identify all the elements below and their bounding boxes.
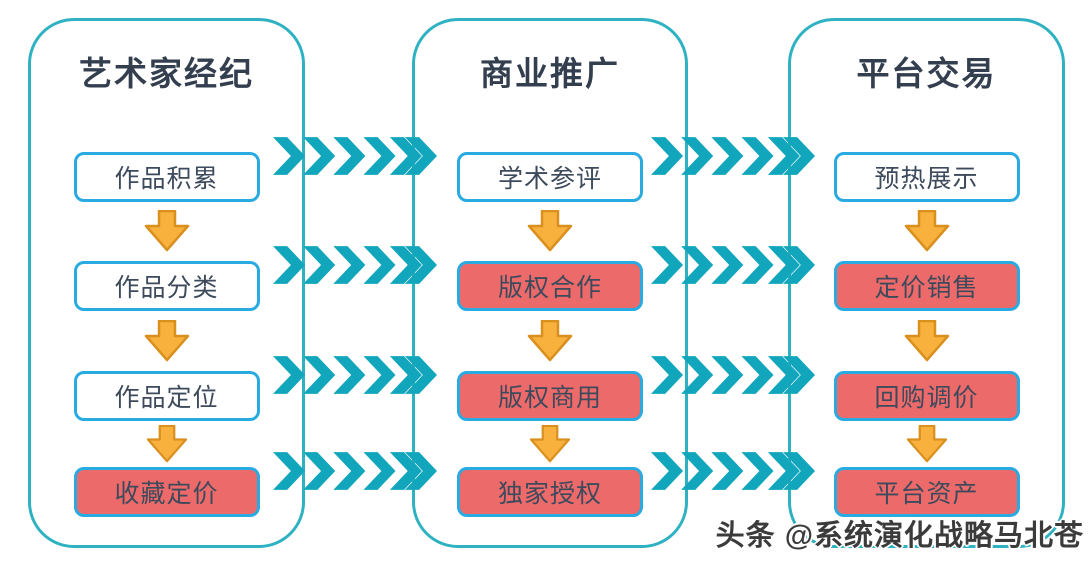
flow-step-label: 预热展示 bbox=[874, 165, 979, 193]
down-arrow-icon bbox=[904, 320, 949, 362]
down-arrow-icon bbox=[144, 210, 189, 252]
flow-step-label: 收藏定价 bbox=[114, 480, 219, 508]
down-arrow-icon bbox=[527, 320, 573, 362]
down-arrow-icon bbox=[527, 210, 573, 252]
flow-step-box: 作品定位 bbox=[73, 371, 260, 421]
flow-step-box: 独家授权 bbox=[457, 467, 643, 517]
flow-step-box: 学术参评 bbox=[457, 152, 643, 202]
watermark: 头条 @系统演化战略马北苍 bbox=[715, 520, 1084, 552]
flow-step-box: 回购调价 bbox=[833, 371, 1020, 421]
chevron-flow-arrow-icon bbox=[273, 246, 437, 284]
column-platform-trading: 平台交易 预热展示 定价销售 回购调价 平台资产 bbox=[788, 18, 1065, 548]
column-title: 艺术家经纪 bbox=[79, 55, 254, 92]
chevron-flow-arrow-icon bbox=[651, 246, 815, 284]
flow-step-label: 学术参评 bbox=[497, 165, 602, 193]
down-arrow-icon bbox=[906, 425, 947, 463]
flow-step-box: 收藏定价 bbox=[73, 467, 260, 517]
flow-step-label: 作品积累 bbox=[114, 165, 219, 193]
chevron-flow-arrow-icon bbox=[273, 356, 437, 394]
chevron-flow-arrow-icon bbox=[651, 452, 815, 490]
flow-step-label: 回购调价 bbox=[874, 384, 979, 412]
chevron-flow-arrow-icon bbox=[273, 452, 437, 490]
flow-step-label: 独家授权 bbox=[497, 480, 602, 508]
column-artist-agency: 艺术家经纪 作品积累 作品分类 作品定位 收藏定价 bbox=[28, 18, 305, 548]
down-arrow-icon bbox=[904, 210, 949, 252]
flow-step-box: 作品分类 bbox=[73, 261, 260, 311]
chevron-flow-arrow-icon bbox=[651, 137, 815, 175]
flow-step-label: 作品定位 bbox=[114, 384, 219, 412]
down-arrow-icon bbox=[529, 425, 571, 463]
flow-step-label: 作品分类 bbox=[114, 274, 219, 302]
flow-step-box: 版权商用 bbox=[457, 371, 643, 421]
flow-step-label: 定价销售 bbox=[874, 274, 979, 302]
column-title: 商业推广 bbox=[480, 55, 620, 92]
chevron-flow-arrow-icon bbox=[273, 137, 437, 175]
flow-step-label: 平台资产 bbox=[874, 480, 979, 508]
column-title: 平台交易 bbox=[856, 55, 997, 92]
chevron-flow-arrow-icon bbox=[651, 356, 815, 394]
down-arrow-icon bbox=[144, 320, 189, 362]
flow-step-box: 平台资产 bbox=[833, 467, 1020, 517]
flow-step-box: 定价销售 bbox=[833, 261, 1020, 311]
flow-step-label: 版权商用 bbox=[497, 384, 602, 412]
flow-step-box: 预热展示 bbox=[833, 152, 1020, 202]
down-arrow-icon bbox=[146, 425, 187, 463]
flow-step-box: 版权合作 bbox=[457, 261, 643, 311]
flow-step-box: 作品积累 bbox=[73, 152, 260, 202]
flow-step-label: 版权合作 bbox=[497, 274, 602, 302]
column-commercial-promotion: 商业推广 学术参评 版权合作 版权商用 独家授权 bbox=[412, 18, 688, 548]
